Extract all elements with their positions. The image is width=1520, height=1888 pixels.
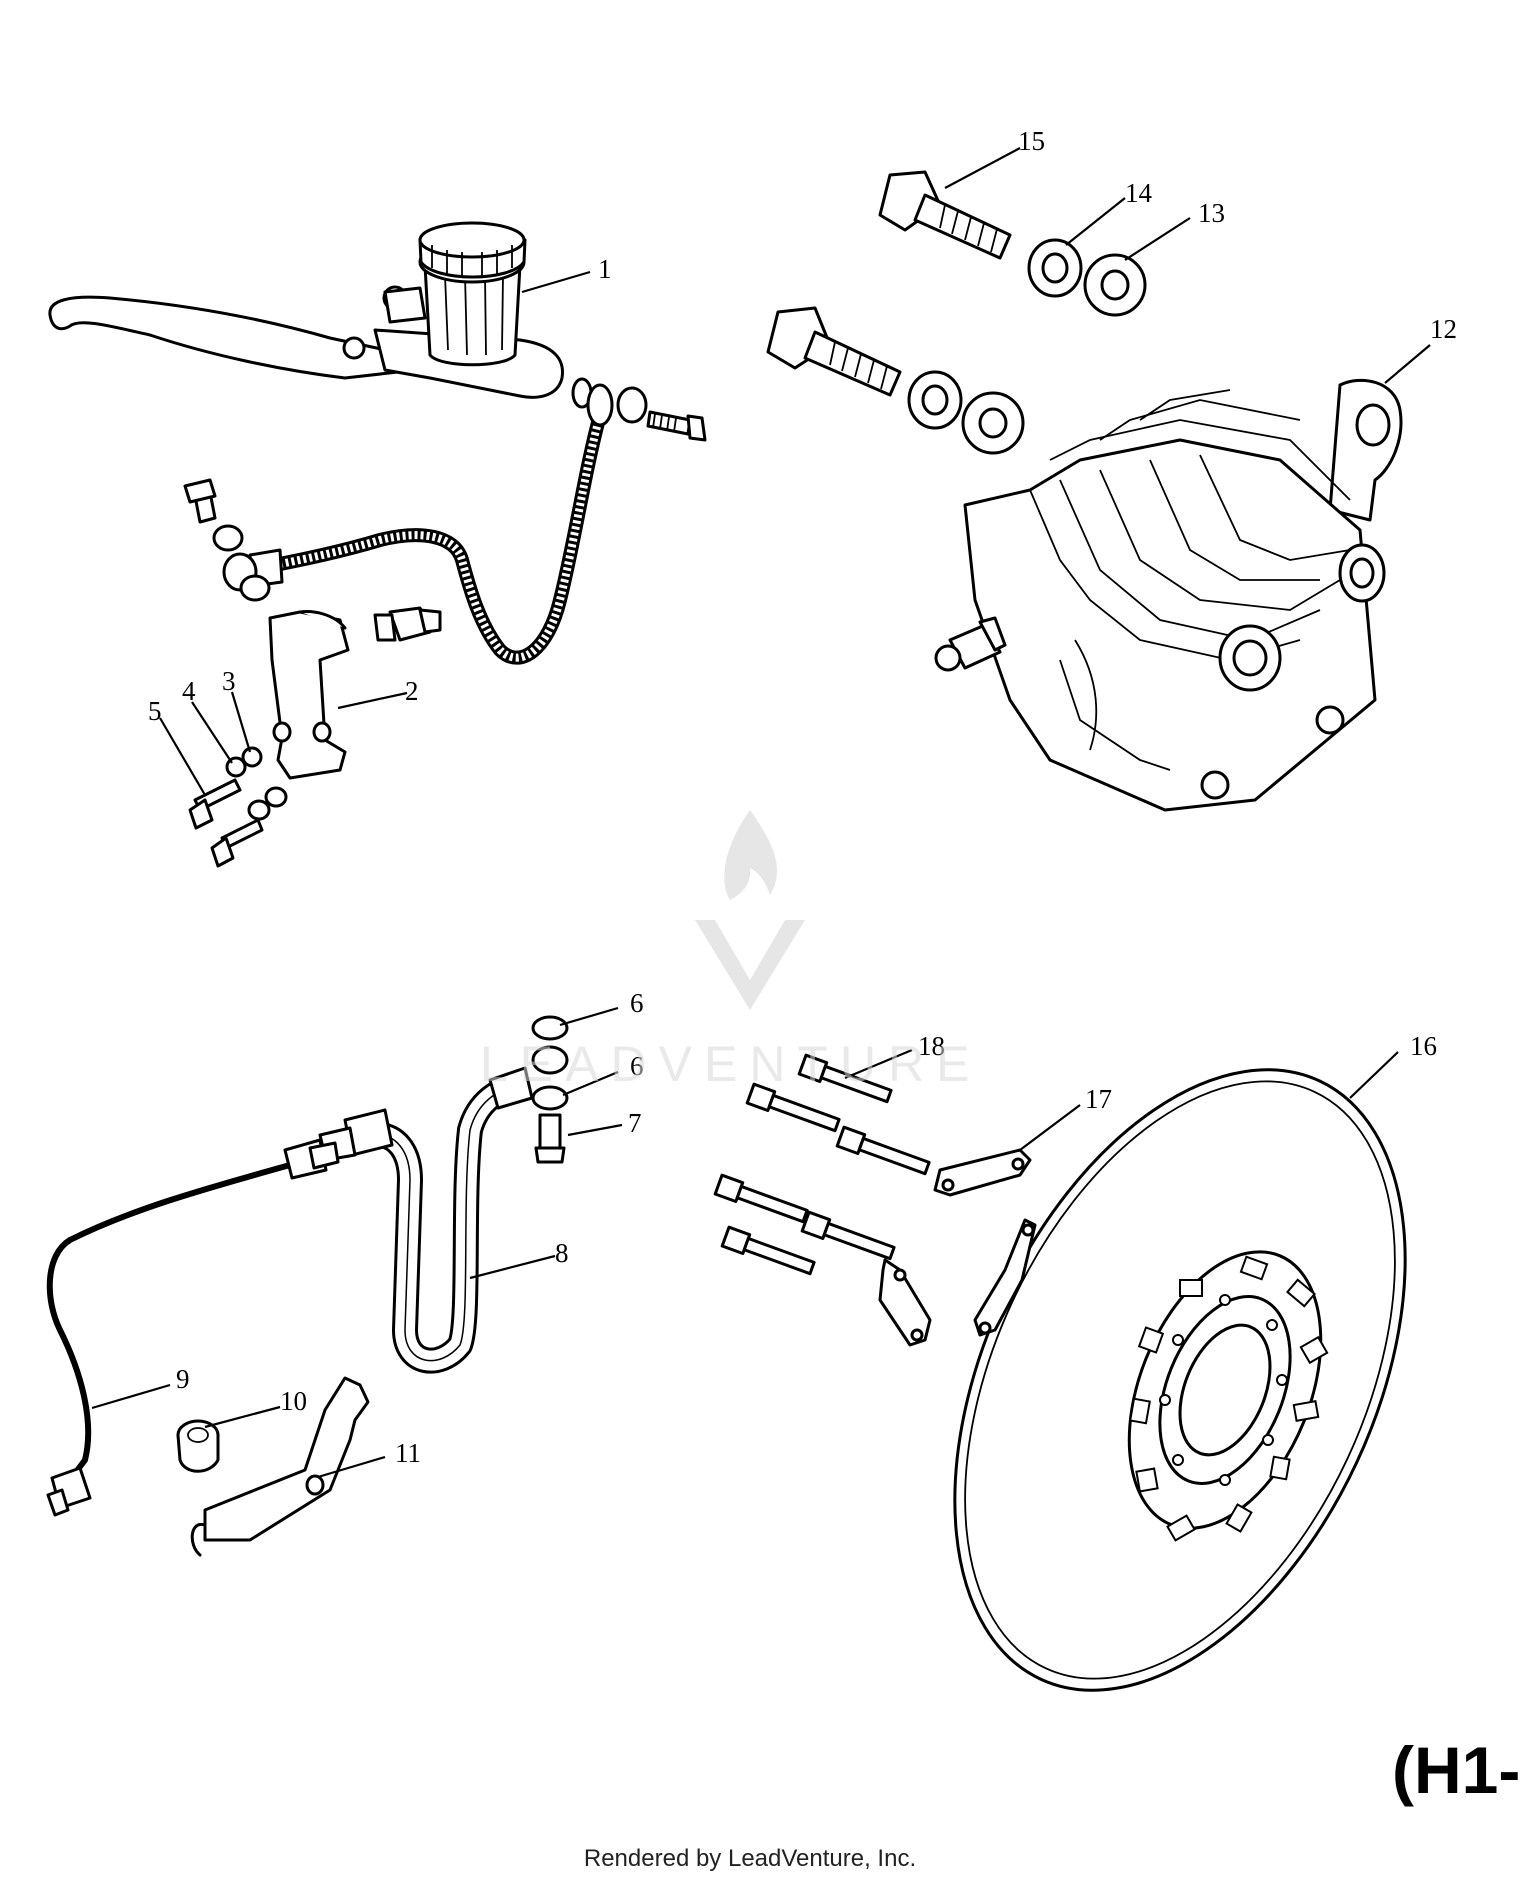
- callout-4: 4: [182, 676, 196, 706]
- callout-10: 10: [280, 1386, 307, 1416]
- brake-caliper[interactable]: [934, 378, 1403, 812]
- callout-11: 11: [395, 1438, 421, 1468]
- callout-6a: 6: [630, 988, 644, 1018]
- lower-brake-hose[interactable]: [318, 1015, 569, 1374]
- upper-brake-hose[interactable]: [183, 383, 614, 665]
- callout-16: 16: [1410, 1031, 1437, 1061]
- callout-leaders: [91, 147, 1431, 1479]
- grommet-and-bracket[interactable]: [176, 1376, 370, 1557]
- disc-bolts[interactable]: [713, 1053, 931, 1277]
- disc-bolt-holes: [1159, 1294, 1288, 1486]
- callout-17: 17: [1085, 1084, 1112, 1114]
- callout-2: 2: [405, 676, 419, 706]
- stop-switch-cable[interactable]: [46, 1138, 340, 1517]
- caliper-mounting-bolts[interactable]: [766, 170, 1147, 455]
- callout-3: 3: [222, 666, 236, 696]
- flame-v-logo-icon: [695, 810, 805, 1010]
- page-code: (H1-: [1392, 1733, 1520, 1807]
- callout-14: 14: [1125, 178, 1153, 208]
- disc-slots: [1129, 1255, 1329, 1542]
- callout-8: 8: [555, 1238, 569, 1268]
- callout-9: 9: [176, 1364, 190, 1394]
- master-cylinder-assembly[interactable]: [48, 221, 707, 442]
- brake-hose-joint[interactable]: [268, 606, 442, 780]
- callout-5: 5: [148, 696, 162, 726]
- callout-15: 15: [1018, 126, 1045, 156]
- callout-12: 12: [1430, 314, 1457, 344]
- callout-6b: 6: [630, 1051, 644, 1081]
- watermark-text: LEADVENTURE: [480, 1036, 982, 1092]
- footer-credit: Rendered by LeadVenture, Inc.: [583, 1845, 917, 1872]
- callout-1: 1: [598, 254, 612, 284]
- callout-18: 18: [918, 1031, 945, 1061]
- callout-13: 13: [1198, 198, 1225, 228]
- joint-mounting-hardware[interactable]: [188, 746, 288, 868]
- callout-labels: 1 2 3 4 5 6 6 7 8 9 10 11 12 13 14 15 16…: [148, 126, 1457, 1468]
- callout-7: 7: [628, 1108, 642, 1138]
- brake-disc[interactable]: [864, 999, 1496, 1762]
- disc-lock-plates[interactable]: [878, 1148, 1037, 1347]
